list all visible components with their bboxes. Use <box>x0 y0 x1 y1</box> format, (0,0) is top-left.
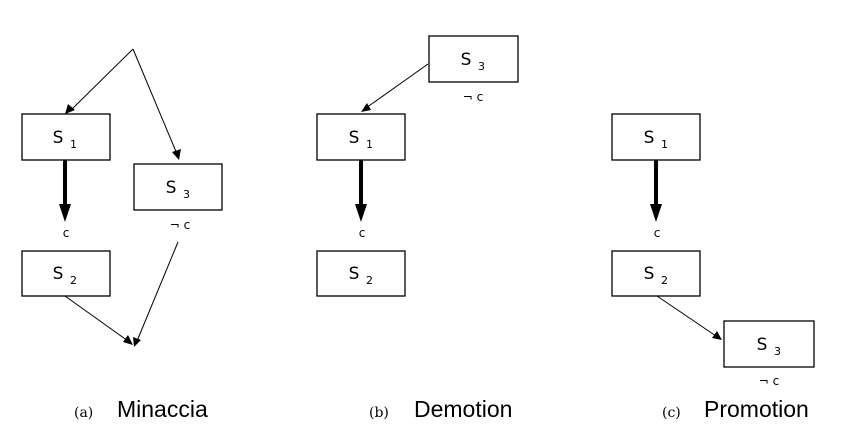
arrowhead <box>712 331 722 340</box>
condition-not-c-c: ¬ c <box>759 374 779 388</box>
node-s1-a: S 1 <box>21 113 111 161</box>
panel-c: S 1 c S 2 S 3 ¬ c (c) Promotion <box>611 113 815 422</box>
arrowhead <box>650 204 662 222</box>
panel-b: S 3 ¬ c S 1 c S 2 (b) Demotion <box>316 35 519 422</box>
node-index: 1 <box>366 138 373 151</box>
node-box <box>316 250 406 297</box>
node-index: 3 <box>774 345 781 358</box>
caption-name-b: Demotion <box>414 396 512 422</box>
edge-top-to-s3-a <box>132 48 178 155</box>
node-box <box>316 113 406 161</box>
node-letter: S <box>461 50 472 70</box>
node-index: 2 <box>70 274 77 287</box>
arrowhead <box>65 104 75 114</box>
node-box <box>21 113 111 161</box>
node-s2-b: S 2 <box>316 250 406 297</box>
condition-c-c: c <box>654 226 661 240</box>
node-letter: S <box>757 335 768 355</box>
arrowhead <box>59 204 71 222</box>
node-s1-c: S 1 <box>611 113 701 161</box>
node-index: 3 <box>183 188 190 201</box>
node-s3-c: S 3 <box>723 320 815 368</box>
node-index: 1 <box>661 138 668 151</box>
caption-tag-b: (b) <box>369 405 389 421</box>
node-box <box>133 163 223 211</box>
caption-name-a: Minaccia <box>117 396 208 422</box>
condition-c-b: c <box>359 226 366 240</box>
node-index: 3 <box>478 60 485 73</box>
node-box <box>611 250 701 297</box>
node-box <box>611 113 701 161</box>
node-letter: S <box>349 128 360 148</box>
node-letter: S <box>53 128 64 148</box>
arrowhead <box>361 103 371 112</box>
condition-not-c-a: ¬ c <box>170 218 190 232</box>
caption-name-c: Promotion <box>704 396 809 422</box>
node-box <box>21 250 111 297</box>
arrowhead <box>355 204 367 222</box>
node-index: 2 <box>661 274 668 287</box>
node-index: 2 <box>366 274 373 287</box>
panel-a: S 1 c S 2 S 3 ¬ c (a) Minaccia <box>21 48 223 422</box>
arrowhead <box>172 149 181 160</box>
condition-c-a: c <box>63 226 70 240</box>
edge-s2-to-s3-c <box>656 295 717 337</box>
node-letter: S <box>166 178 177 198</box>
node-s3-a: S 3 <box>133 163 223 211</box>
arrowhead <box>123 335 133 345</box>
node-letter: S <box>53 264 64 284</box>
edge-s2-to-end-a <box>64 295 129 342</box>
node-letter: S <box>644 264 655 284</box>
node-s2-a: S 2 <box>21 250 111 297</box>
caption-tag-c: (c) <box>662 405 681 421</box>
edge-s3-to-end-a <box>136 241 179 342</box>
node-s1-b: S 1 <box>316 113 406 161</box>
node-box <box>428 35 519 83</box>
node-index: 1 <box>70 138 77 151</box>
caption-tag-a: (a) <box>74 405 93 421</box>
node-s2-c: S 2 <box>611 250 701 297</box>
node-letter: S <box>644 128 655 148</box>
condition-not-c-b: ¬ c <box>463 90 483 104</box>
arrowhead <box>133 337 141 347</box>
edge-s3-to-s1-b <box>365 63 429 109</box>
edge-top-to-s1-a <box>69 48 134 112</box>
node-letter: S <box>349 264 360 284</box>
node-box <box>723 320 815 368</box>
node-s3-b: S 3 <box>428 35 519 83</box>
